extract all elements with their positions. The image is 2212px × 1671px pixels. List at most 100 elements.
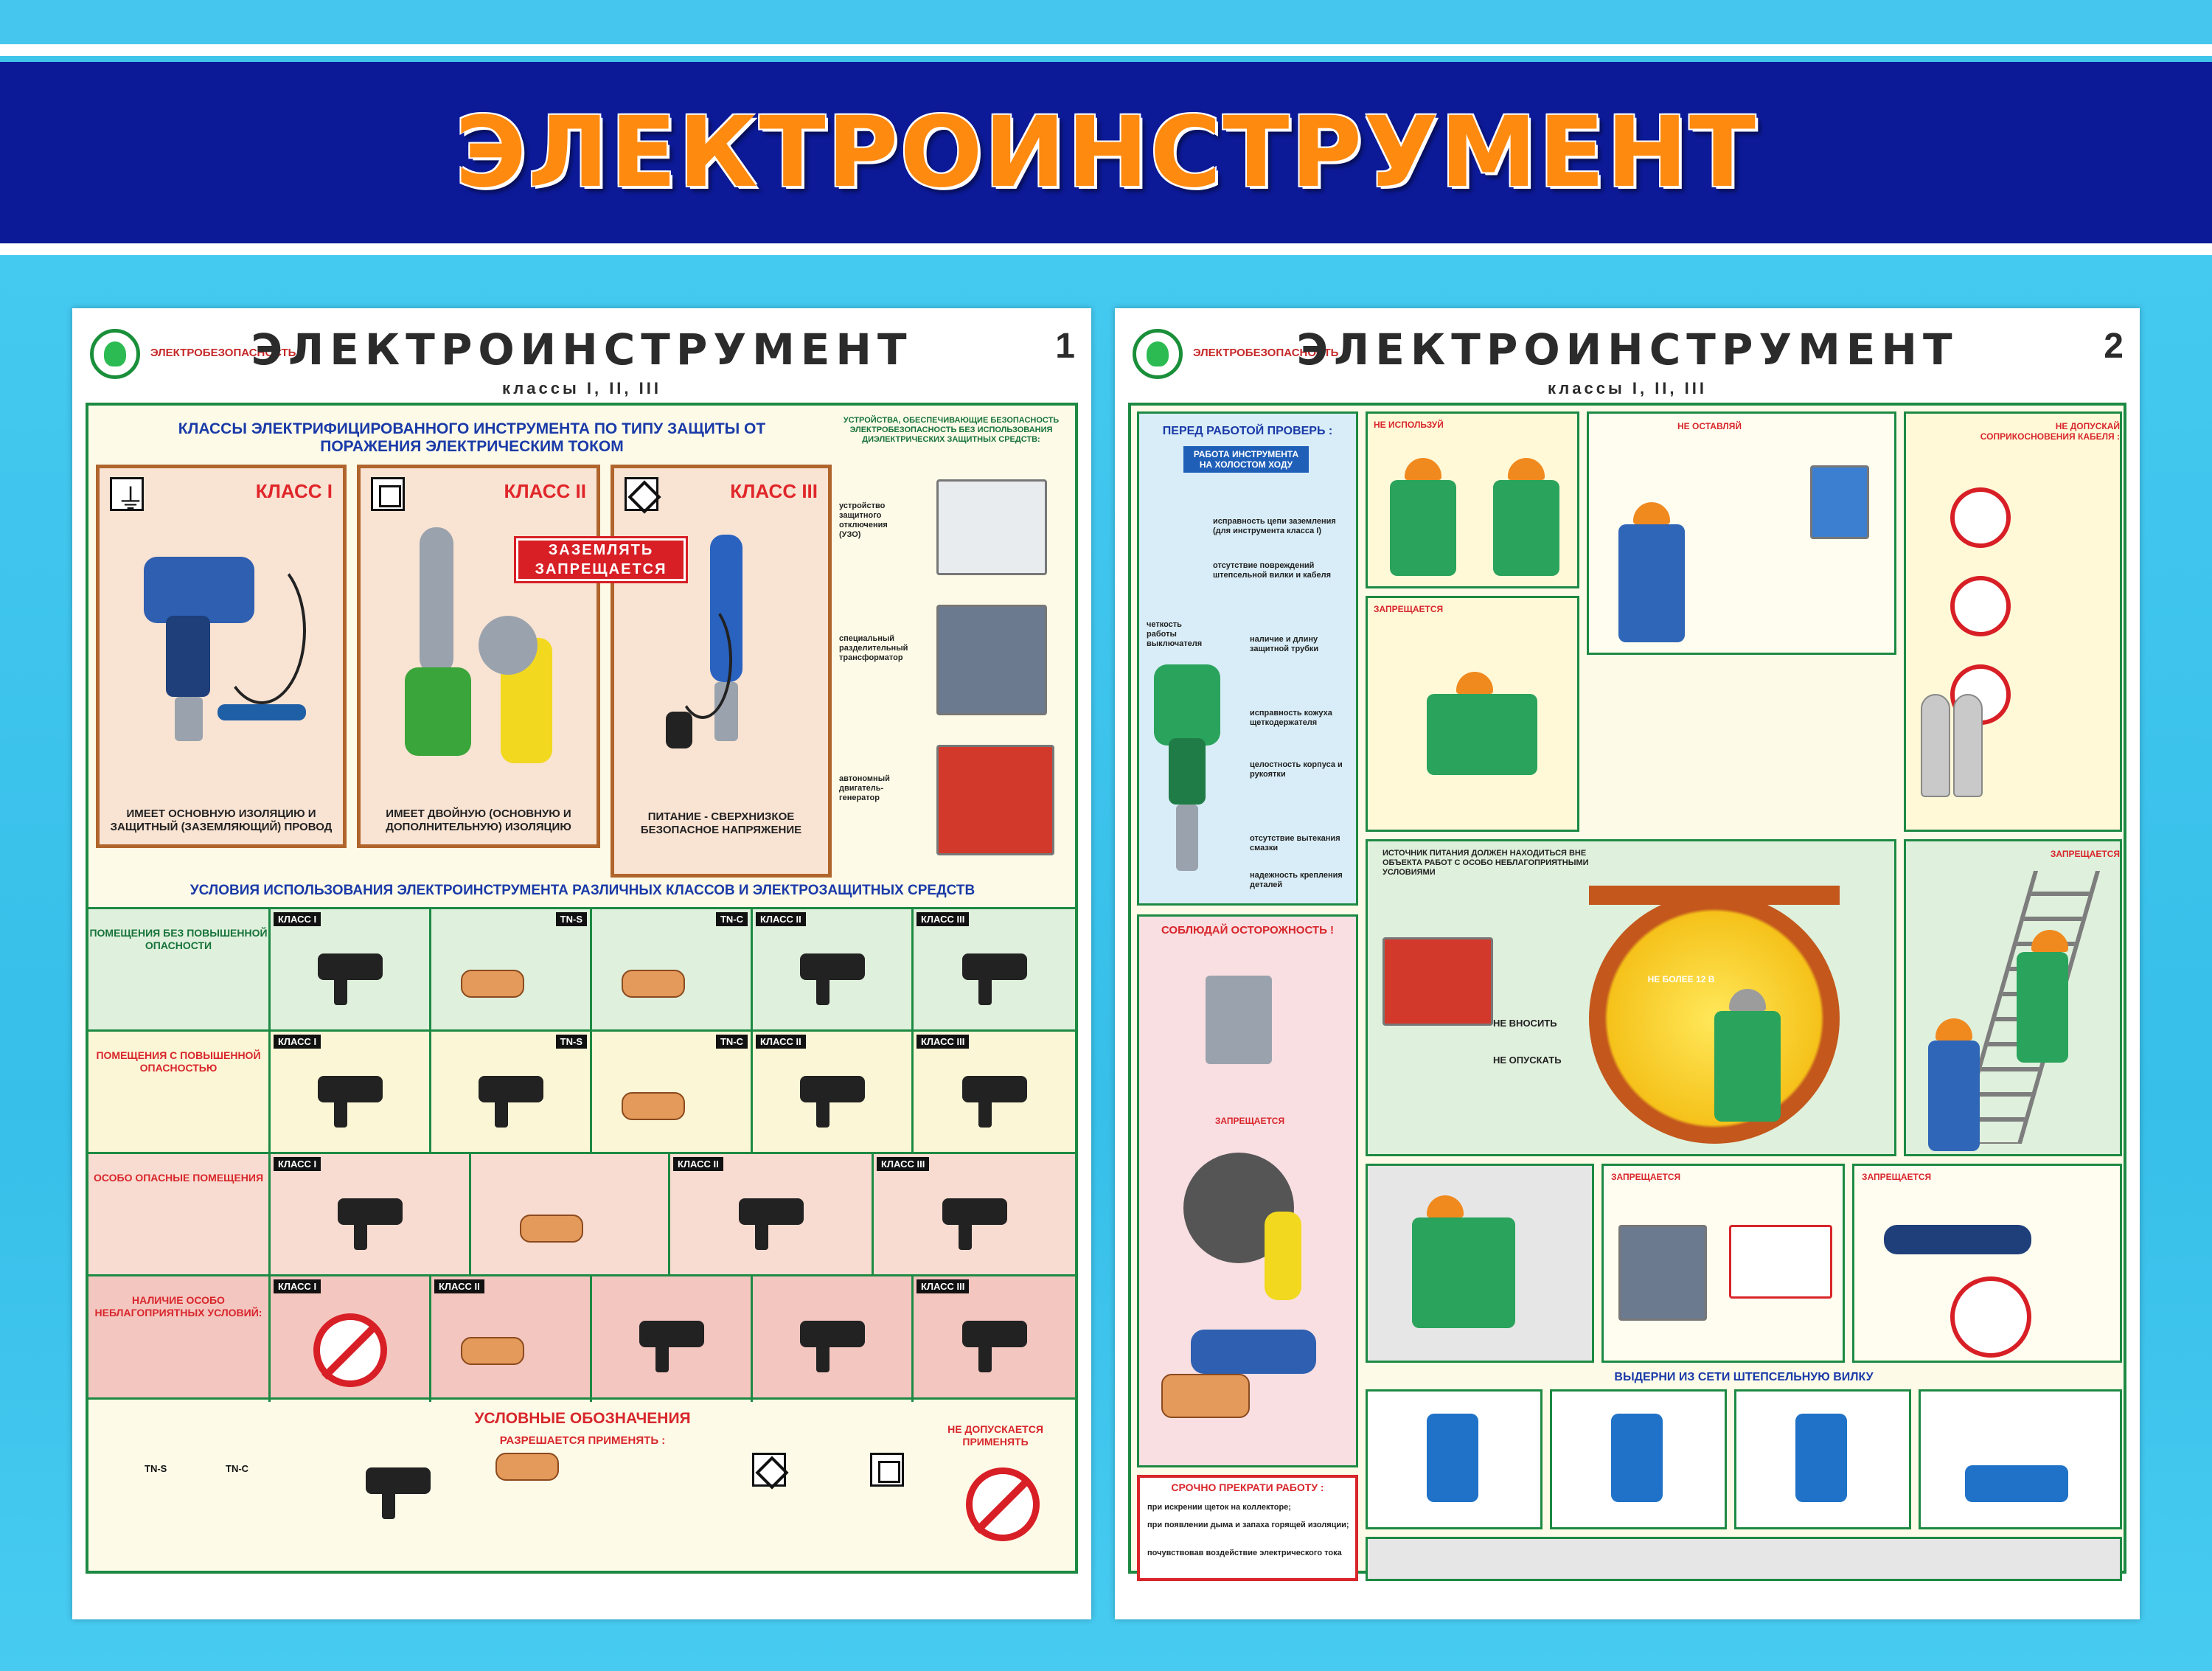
glove-icon [495,1453,559,1481]
earth-icon [110,476,145,517]
glove-icon [460,970,524,998]
class-3-box: КЛАСС III ПИТАНИЕ - СВЕРХНИЗКОЕ БЕЗОПАСН… [611,465,832,878]
table-cell: КЛАСС I [268,1154,469,1276]
ladder-panel: ЗАПРЕЩАЕТСЯ [1904,839,2122,1156]
cell-tag: КЛАСС III [917,1279,970,1293]
drill-icon [942,1198,1007,1250]
check-item: отсутствие вытекания смазки [1250,834,1340,852]
no-leave-label: НЕ ОСТАВЛЯЙ [1677,421,1742,431]
check-item: исправность кожуха щеткодержателя [1250,709,1332,727]
no-lower-label: НЕ ОПУСКАТЬ [1493,1055,1562,1066]
stop-item: почувствовав воздействие электрического … [1147,1549,1342,1557]
divider-line [0,44,2212,56]
drill-icon [1154,664,1228,886]
check-item: исправность цепи заземления (для инструм… [1213,517,1336,535]
poster-number: 1 [1055,327,1075,366]
class-2-label: КЛАСС II [504,480,586,502]
bottom-note-panel [1366,1537,2122,1581]
no-use-label: НЕ ИСПОЛЬЗУЙ [1374,420,1444,430]
drill-icon [799,1076,865,1128]
poster-subtitle: классы I, II, III [502,379,661,397]
poster-title: ЭЛЕКТРОИНСТРУМЕНТ [251,324,913,375]
drill-icon [738,1198,804,1250]
table-row: ПОМЕЩЕНИЯ С ПОВЫШЕННОЙ ОПАСНОСТЬЮ КЛАСС … [88,1029,1075,1154]
check-item: отсутствие повреждений штепсельной вилки… [1213,561,1332,580]
cell-tag: КЛАСС III [877,1157,930,1171]
drill-icon [639,1321,704,1372]
rcd-symbol-icon [870,1453,904,1487]
table-cell: КЛАСС II [751,909,911,1032]
cable-contact-panel: НЕ ДОПУСКАЙ СОПРИКОСНОВЕНИЯ КАБЕЛЯ : [1904,411,2122,832]
gas-cylinder-icon [1953,694,1983,797]
drill-icon [366,1467,431,1519]
table-cell: КЛАСС I [268,1032,429,1154]
poster-2: ЭЛЕКТРОБЕЗОПАСНОСТЬ ЭЛЕКТРОИНСТРУМЕНТ кл… [1115,308,2140,1619]
table-row: ОСОБО ОПАСНЫЕ ПОМЕЩЕНИЯ КЛАСС I КЛАСС II… [88,1152,1075,1276]
worker-icon [1965,1465,2068,1502]
poster-header: ЭЛЕКТРОБЕЗОПАСНОСТЬ ЭЛЕКТРОИНСТРУМЕНТ кл… [1128,322,2126,403]
drill-icon [317,953,383,1005]
conditions-title: УСЛОВИЯ ИСПОЛЬЗОВАНИЯ ЭЛЕКТРОИНСТРУМЕНТА… [189,883,975,898]
check-item: целостность корпуса и рукоятки [1250,760,1343,779]
top-strip [0,0,2212,44]
drill-icon [961,953,1027,1005]
cell-tag: TN-C [715,1035,748,1049]
drill-icon [478,1076,543,1128]
drill-icon [799,1321,865,1372]
tn-s-symbol: TN-S [145,1463,167,1474]
cell-tag: КЛАСС II [756,1035,806,1049]
transformer-symbol-icon [752,1453,786,1487]
poster-subtitle: классы I, II, III [1548,379,1707,397]
class-1-label: КЛАСС I [255,480,333,502]
logo-icon [90,329,140,379]
table-cell: КЛАСС II [668,1154,872,1276]
forbidden-label: ЗАПРЕЩАЕТСЯ [2050,849,2120,859]
table-row: НАЛИЧИЕ ОСОБО НЕБЛАГОПРИЯТНЫХ УСЛОВИЙ: К… [88,1274,1075,1402]
table-cell: TN-S [429,1032,590,1154]
unplug-card [1734,1389,1911,1529]
no-use-panel: НЕ ИСПОЛЬЗУЙ [1366,411,1579,588]
no-touch-label: НЕ ДОПУСКАЙ СОПРИКОСНОВЕНИЯ КАБЕЛЯ : [1980,421,2120,442]
transformer-icon [936,605,1047,715]
tank-panel: ИСТОЧНИК ПИТАНИЯ ДОЛЖЕН НАХОДИТЬСЯ ВНЕ О… [1366,839,1896,1156]
cell-tag: КЛАСС I [274,1157,321,1171]
no-bring-label: НЕ ВНОСИТЬ [1493,1018,1557,1029]
worker-icon [1611,1414,1663,1502]
gas-cylinder-icon [1921,694,1950,797]
legend-forbidden: НЕ ДОПУСКАЕТСЯ ПРИМЕНЯТЬ [947,1423,1043,1448]
poster-brand: ЭЛЕКТРОБЕЗОПАСНОСТЬ [1193,347,1339,359]
forbidden-label: ЗАПРЕЩАЕТСЯ [1374,604,1444,614]
stop-title: СРОЧНО ПРЕКРАТИ РАБОТУ : [1171,1481,1324,1493]
row-label: ПОМЕЩЕНИЯ С ПОВЫШЕННОЙ ОПАСНОСТЬЮ [96,1049,261,1074]
table-cell: КЛАСС III [872,1154,1075,1276]
row-label: ОСОБО ОПАСНЫЕ ПОМЕЩЕНИЯ [93,1172,264,1184]
table-cell: КЛАСС I [268,909,429,1032]
poster-footer [86,1580,1078,1612]
drill-icon [961,1076,1027,1128]
manhole-panel [1366,1164,1594,1363]
class-1-box: КЛАСС I ИМЕЕТ ОСНОВНУЮ ИЗОЛЯЦИЮ И ЗАЩИТН… [96,465,347,848]
class-1-desc: ИМЕЕТ ОСНОВНУЮ ИЗОЛЯЦИЮ И ЗАЩИТНЫЙ (ЗАЗЕ… [110,807,333,833]
cell-tag: КЛАСС II [673,1157,723,1171]
prohibited-icon [313,1313,387,1387]
worker-icon [1427,1414,1478,1502]
weather-panel: ЗАПРЕЩАЕТСЯ [1366,596,1579,832]
poster-body: КЛАССЫ ЭЛЕКТРИФИЦИРОВАННОГО ИНСТРУМЕНТА … [86,403,1078,1574]
device-label: автономный двигатель-генератор [839,774,890,802]
tn-c-symbol: TN-C [226,1463,249,1474]
row-label: ПОМЕЩЕНИЯ БЕЗ ПОВЫШЕННОЙ ОПАСНОСТИ [89,927,268,951]
banner-title: ЭЛЕКТРОИНСТРУМЕНТ [455,96,1757,209]
unplug-title: ВЫДЕРНИ ИЗ СЕТИ ШТЕПСЕЛЬНУЮ ВИЛКУ [1614,1371,1874,1383]
poster-1: ЭЛЕКТРОБЕЗОПАСНОСТЬ ЭЛЕКТРОИНСТРУМЕНТ кл… [72,308,1091,1619]
ban-sign: ЗАЗЕМЛЯТЬ ЗАПРЕЩАЕТСЯ [516,538,686,581]
classes-title: КЛАССЫ ЭЛЕКТРИФИЦИРОВАННОГО ИНСТРУМЕНТА … [178,420,766,455]
careful-panel: СОБЛЮДАЙ ОСТОРОЖНОСТЬ ! ЗАПРЕЩАЕТСЯ [1137,914,1358,1467]
legend-allowed: РАЗРЕШАЕТСЯ ПРИМЕНЯТЬ : [499,1434,666,1447]
cell-tag: КЛАСС II [756,912,806,926]
divider-line [0,243,2212,255]
glove-icon [621,970,685,998]
unplug-card [1919,1389,2122,1529]
stop-item: при появлении дыма и запаха горящей изол… [1147,1521,1349,1529]
ban-sign-line-2: ЗАПРЕЩАЕТСЯ [535,561,667,577]
cell-tag: КЛАСС III [917,1035,970,1049]
